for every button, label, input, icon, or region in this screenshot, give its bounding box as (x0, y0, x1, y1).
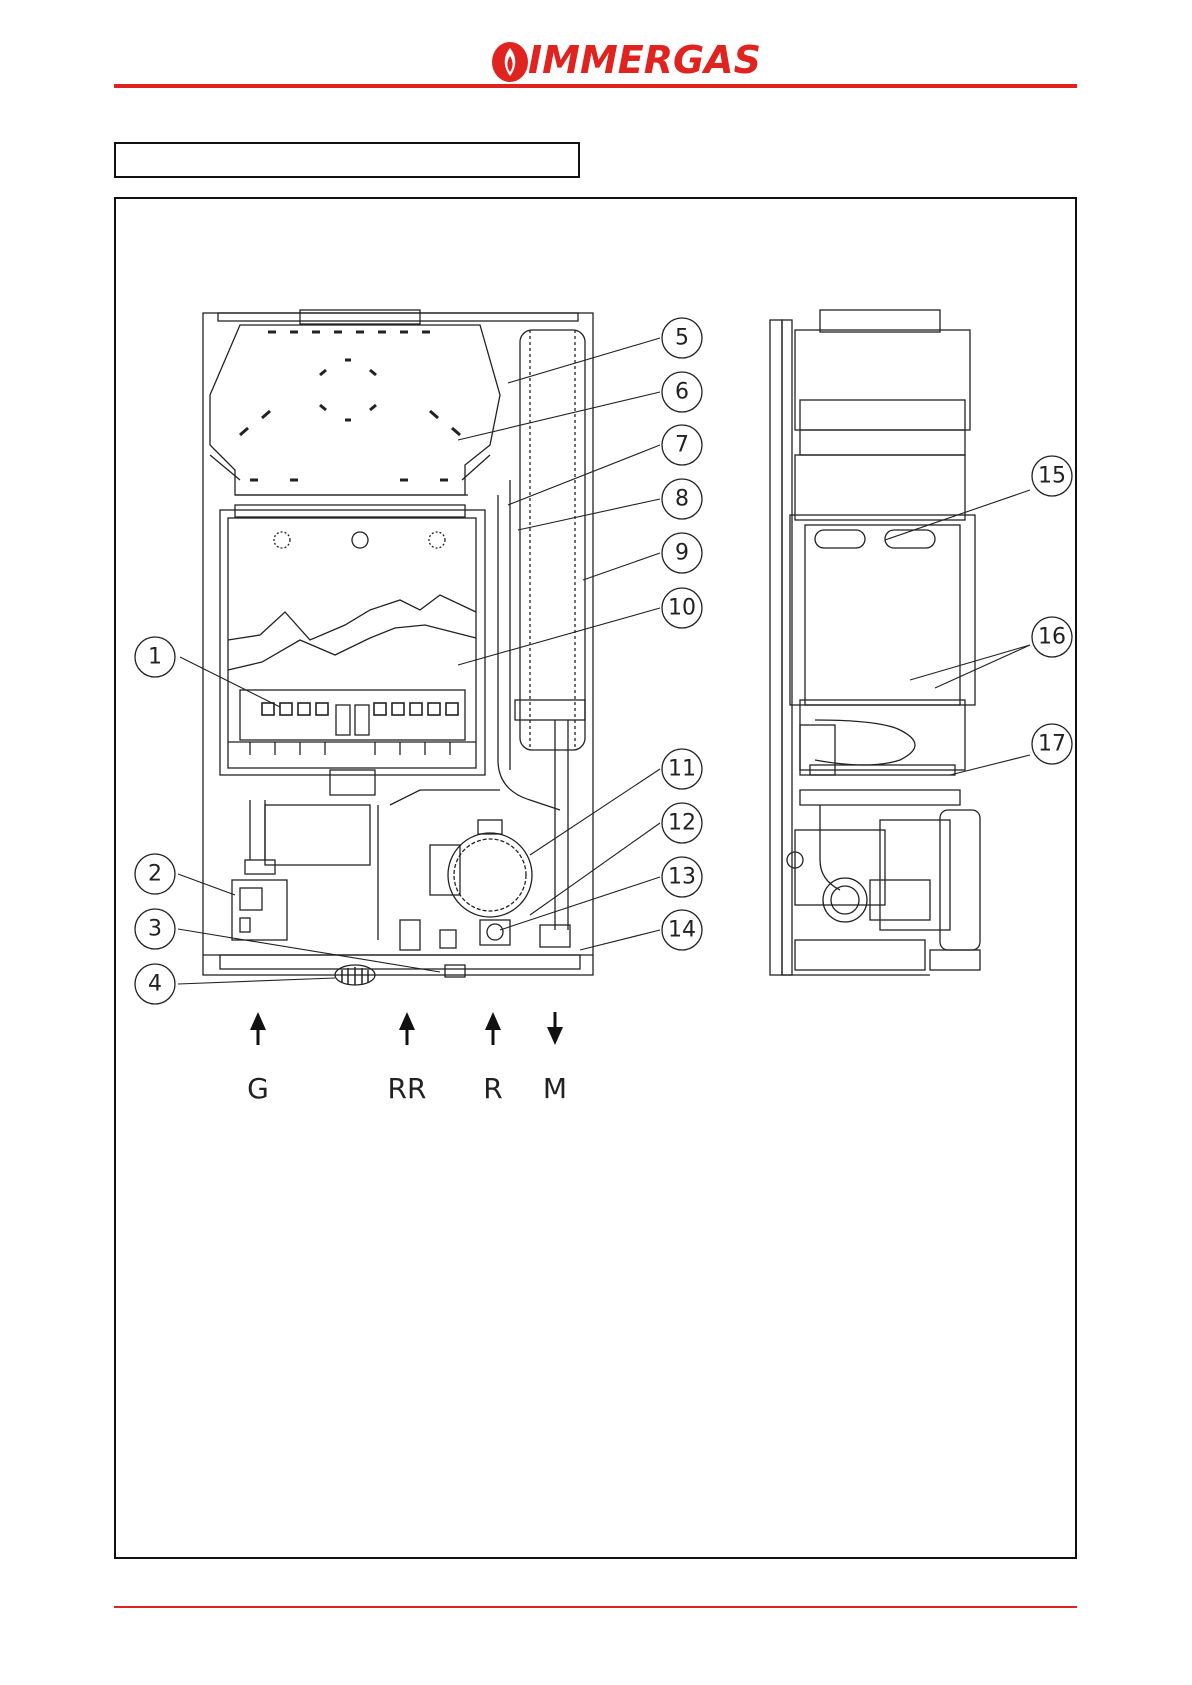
svg-text:13: 13 (668, 865, 696, 890)
callout-3: 3 (135, 909, 175, 949)
svg-text:14: 14 (668, 918, 696, 943)
callout-8: 8 (662, 479, 702, 519)
svg-text:12: 12 (668, 811, 696, 836)
svg-text:3: 3 (148, 917, 162, 942)
callout-1: 1 (135, 637, 175, 677)
svg-text:2: 2 (148, 862, 162, 887)
svg-text:6: 6 (675, 380, 689, 405)
arrow-up-icon (250, 1012, 266, 1045)
callout-12: 12 (662, 803, 702, 843)
callout-9: 9 (662, 533, 702, 573)
svg-text:8: 8 (675, 487, 689, 512)
label-m: M (543, 1072, 567, 1105)
svg-text:5: 5 (675, 326, 689, 351)
callout-10: 10 (662, 588, 702, 628)
callout-15: 15 (1032, 456, 1072, 496)
front-view (203, 310, 593, 985)
arrow-up-icon (485, 1012, 501, 1045)
svg-text:15: 15 (1038, 464, 1066, 489)
callout-7: 7 (662, 425, 702, 465)
svg-text:9: 9 (675, 541, 689, 566)
svg-text:1: 1 (148, 645, 162, 670)
connection-arrows (250, 1012, 563, 1045)
leader-lines (178, 338, 1030, 984)
arrow-down-icon (547, 1012, 563, 1045)
label-gas: G (247, 1072, 269, 1105)
callout-11: 11 (662, 749, 702, 789)
svg-text:16: 16 (1038, 625, 1066, 650)
arrow-up-icon (399, 1012, 415, 1045)
label-rr: RR (388, 1072, 427, 1105)
callout-5: 5 (662, 318, 702, 358)
svg-text:11: 11 (668, 757, 696, 782)
side-view (770, 310, 980, 975)
callout-16: 16 (1032, 617, 1072, 657)
callout-4: 4 (135, 964, 175, 1004)
svg-text:10: 10 (668, 596, 696, 621)
callout-markers: 1 2 3 4 5 6 7 8 9 10 11 12 13 14 15 16 1… (135, 318, 1072, 1004)
svg-text:4: 4 (148, 972, 162, 997)
callout-14: 14 (662, 910, 702, 950)
callout-2: 2 (135, 854, 175, 894)
svg-text:17: 17 (1038, 732, 1066, 757)
callout-17: 17 (1032, 724, 1072, 764)
connection-labels: G RR R M (247, 1072, 567, 1105)
svg-text:7: 7 (675, 433, 689, 458)
callout-6: 6 (662, 372, 702, 412)
callout-13: 13 (662, 857, 702, 897)
label-r: R (483, 1072, 502, 1105)
